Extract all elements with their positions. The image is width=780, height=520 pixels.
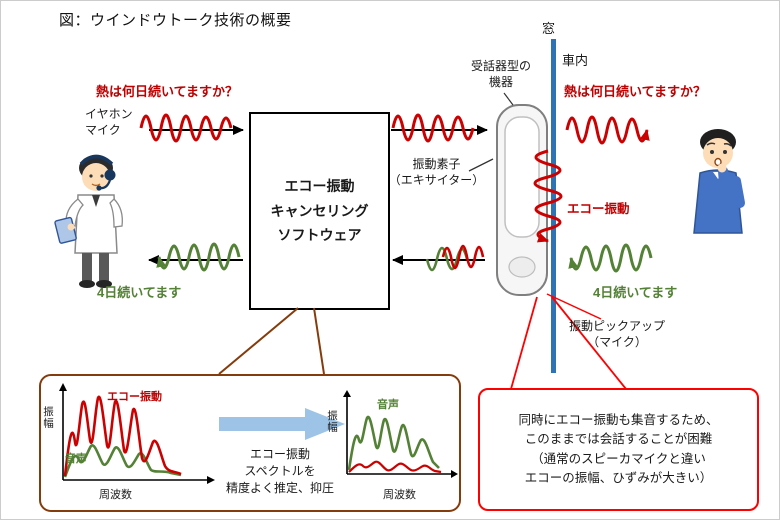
- after-chart-ylabel: 振幅: [326, 410, 338, 433]
- headset-earcup-icon: [104, 169, 116, 181]
- echo-problem-note-text: 同時にエコー振動も集音するため、 このままでは会話することが困難 （通常のスピー…: [518, 412, 719, 485]
- car-interior-label: 車内: [562, 53, 589, 68]
- speech-wave-outgoing-left: [139, 113, 233, 143]
- handset-device-illustration: [496, 104, 548, 296]
- reply-wave-box-to-doctor: [156, 242, 241, 272]
- question-text-right: 熱は何日続いてますか？: [564, 84, 706, 99]
- handset-speaker: [508, 256, 536, 278]
- process-description: エコー振動 スペクトルを 精度よく推定、抑圧: [225, 447, 334, 495]
- doctor-leg: [82, 253, 92, 281]
- note-callout-line: [510, 296, 538, 390]
- answer-text-left: 4日続いてます: [97, 285, 182, 300]
- echo-cancel-software-box: エコー振動 キャンセリング ソフトウェア: [249, 112, 390, 310]
- doctor-illustration: [54, 154, 123, 288]
- after-spectrum-chart: [343, 390, 458, 478]
- doctor-face: [82, 163, 110, 191]
- earphone-mic-label: イヤホン マイク: [85, 107, 133, 137]
- passenger-eye: [723, 150, 727, 154]
- doctor-hand: [67, 223, 75, 231]
- passenger-face: [703, 138, 733, 168]
- headset-band-icon: [79, 154, 114, 166]
- question-text-left: 熱は何日続いてますか？: [96, 84, 238, 99]
- after-chart-voice-series-label: 音声: [377, 399, 399, 411]
- passenger-eye: [710, 150, 714, 154]
- speech-wave-window-to-passenger: [565, 115, 650, 145]
- echo-problem-note-box: 同時にエコー振動も集音するため、 このままでは会話することが困難 （通常のスピー…: [478, 388, 759, 511]
- before-spectrum-chart: [59, 383, 215, 484]
- y-axis-arrow-icon: [343, 390, 351, 397]
- after-chart-xlabel: 周波数: [383, 489, 416, 501]
- window-label: 窓: [542, 21, 556, 36]
- panel-callout-line: [313, 307, 325, 375]
- doctor-shirt: [92, 195, 100, 207]
- passenger-eyebrow: [706, 142, 716, 146]
- x-axis-arrow-icon: [451, 470, 458, 478]
- handset-face: [504, 116, 540, 238]
- doctor-shoe: [79, 280, 95, 288]
- echo-cancel-software-label: エコー振動 キャンセリング ソフトウェア: [270, 178, 369, 244]
- passenger-illustration: [693, 129, 745, 234]
- passenger-mouth: [714, 157, 722, 167]
- doctor-coat: [74, 194, 118, 254]
- passenger-arm-thinking: [718, 166, 745, 208]
- spectrum-analysis-panel: 振幅 エコー振動 音声 周波数 エコー振動 スペクトルを 精度よく推定、抑圧 振…: [39, 374, 461, 512]
- voice-curve: [347, 415, 440, 471]
- speech-wave-box-to-device: [391, 113, 475, 143]
- doctor-leg: [99, 253, 109, 281]
- exciter-label: 振動素子 （エキサイター）: [388, 157, 485, 187]
- passenger-eyebrow: [723, 143, 732, 147]
- x-axis-arrow-icon: [207, 476, 215, 484]
- voice-curve: [63, 444, 182, 478]
- handset-device-label: 受話器型の 機器: [470, 59, 531, 89]
- answer-text-right: 4日続いてます: [593, 285, 678, 300]
- echo-wave-device-to-box: [441, 244, 485, 270]
- panel-callout-line: [218, 307, 299, 375]
- block-arrow-shape: [219, 408, 345, 440]
- reply-wave-passenger-to-window: [568, 243, 653, 273]
- doctor-arm-right: [109, 198, 123, 228]
- before-chart-echo-series-label: エコー振動: [107, 391, 162, 403]
- doctor-eye: [100, 174, 104, 178]
- before-chart-voice-series-label: 音声: [65, 453, 87, 465]
- echo-suppressed-curve: [348, 460, 442, 474]
- process-arrow-icon: [219, 408, 345, 440]
- echo-curve: [63, 395, 182, 477]
- vibration-pickup-label: 振動ピックアップ （マイク）: [568, 319, 665, 349]
- doctor-eye: [89, 174, 93, 178]
- before-chart-xlabel: 周波数: [99, 489, 132, 501]
- before-chart-ylabel: 振幅: [42, 406, 54, 429]
- doctor-mouth: [91, 183, 101, 187]
- echo-vibration-label: エコー振動: [567, 202, 630, 216]
- headset-mic-icon: [96, 185, 102, 191]
- reply-wave-device-to-box: [425, 246, 469, 272]
- y-axis-arrow-icon: [59, 383, 67, 391]
- passenger-hand: [717, 163, 727, 173]
- page-title: 図：ウインドウトーク技術の概要: [59, 12, 292, 29]
- doctor-shoe: [96, 280, 112, 288]
